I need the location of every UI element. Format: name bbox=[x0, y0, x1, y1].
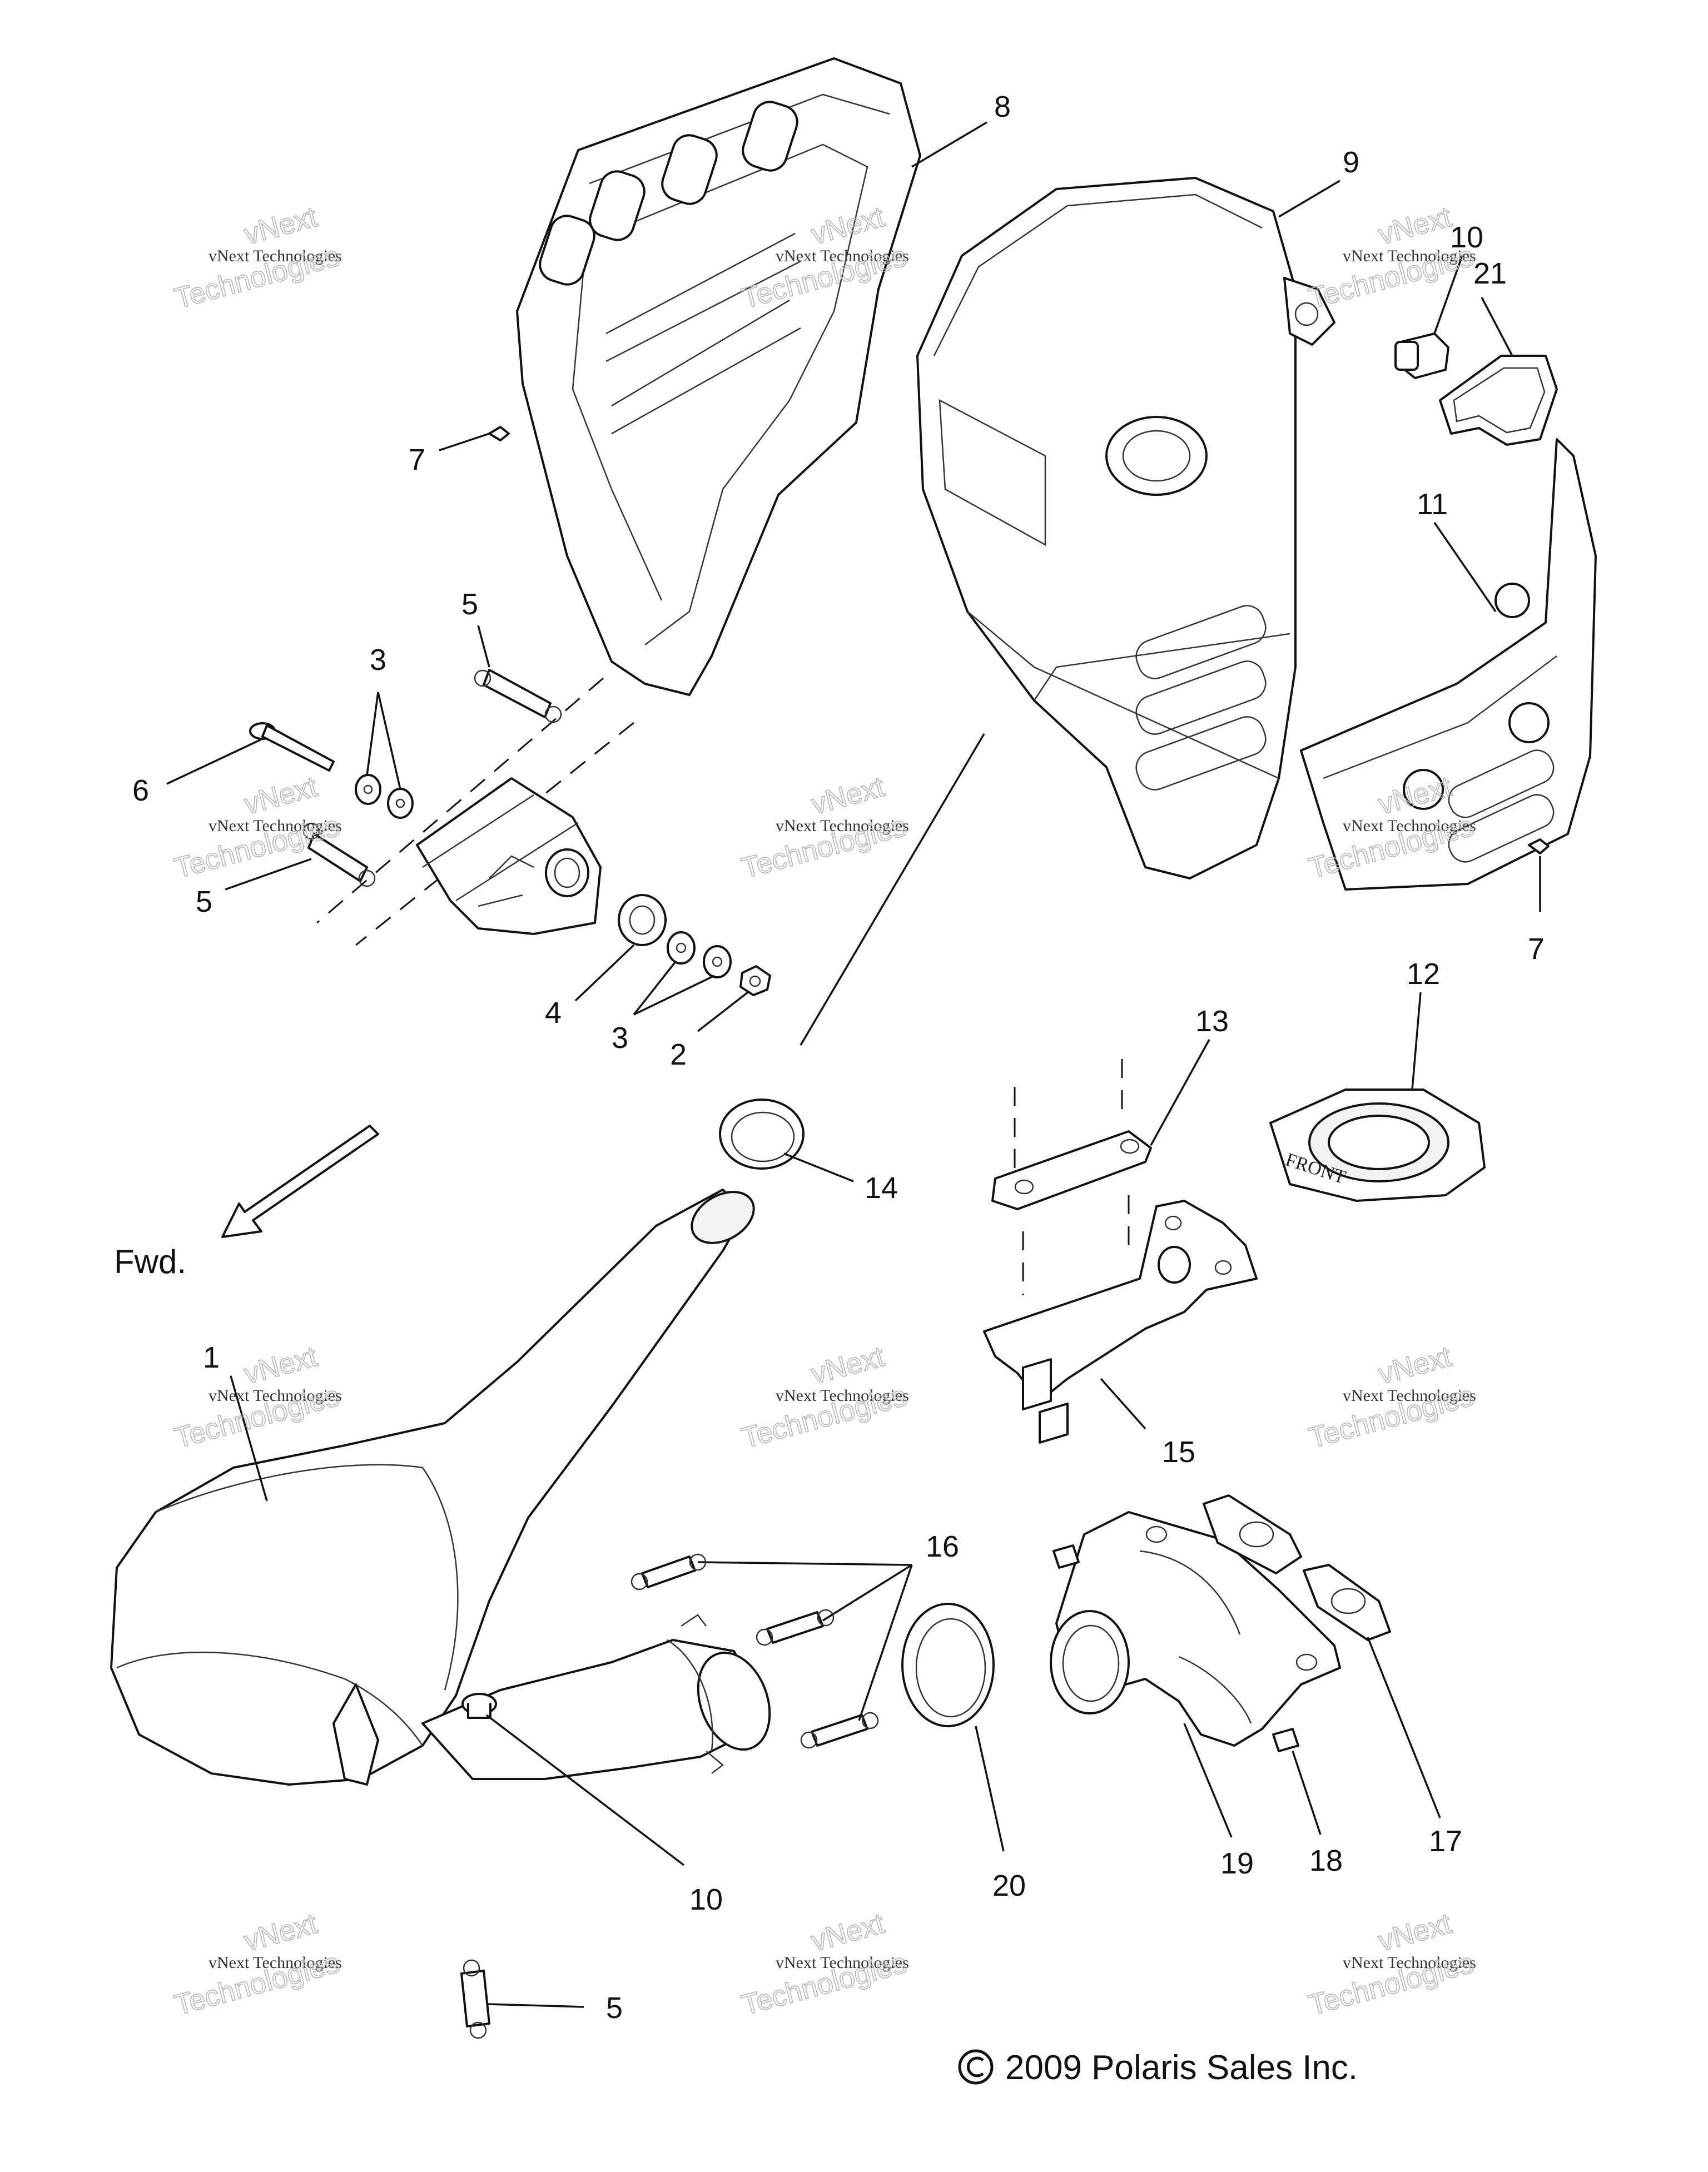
mounting-bracket bbox=[316, 677, 634, 946]
watermark-tile: vNext vNext Technologies Technologies bbox=[738, 770, 910, 885]
watermark-tile: vNext vNext Technologies Technologies bbox=[1305, 1340, 1477, 1455]
bracket-15 bbox=[983, 1195, 1258, 1444]
nut-2 bbox=[739, 965, 771, 996]
callout-6: 6 bbox=[132, 774, 149, 807]
heat-shield-upper bbox=[516, 57, 921, 696]
watermark-text: vNext Technologies bbox=[776, 817, 909, 835]
expansion-chamber-1 bbox=[110, 1189, 771, 1786]
flange-12: FRONT bbox=[1269, 1089, 1486, 1202]
drain-plug-upper bbox=[1394, 332, 1449, 379]
spring-5-upper bbox=[474, 669, 562, 723]
watermark-brand: vNext bbox=[241, 201, 321, 251]
watermark-text: vNext Technologies bbox=[1343, 247, 1476, 265]
watermark-brand: vNext bbox=[1375, 1340, 1455, 1391]
watermark-text: vNext Technologies bbox=[208, 1386, 342, 1405]
heat-shield-lower bbox=[1300, 438, 1597, 891]
callout-20: 20 bbox=[992, 1869, 1026, 1902]
callout-5-middle: 5 bbox=[196, 885, 212, 918]
callout-3-upper: 3 bbox=[370, 643, 386, 677]
copyright-notice: 2009 Polaris Sales Inc. bbox=[958, 2049, 1358, 2087]
callout-10-upper: 10 bbox=[1450, 221, 1483, 254]
watermark-tile: vNext vNext Technologies Technologies bbox=[1305, 1907, 1477, 2022]
manifold-19 bbox=[1050, 1511, 1341, 1747]
callout-9: 9 bbox=[1343, 146, 1359, 179]
callout-12: 12 bbox=[1407, 957, 1440, 991]
fastener-7-lower bbox=[1528, 838, 1550, 854]
callout-13: 13 bbox=[1195, 1005, 1229, 1038]
watermark-text: vNext Technologies bbox=[776, 247, 909, 265]
muffler-silencer bbox=[916, 177, 1335, 879]
springs-16 bbox=[630, 1553, 879, 1749]
washers-3-lower bbox=[667, 931, 732, 978]
callout-3-lower: 3 bbox=[612, 1021, 628, 1055]
callout-15: 15 bbox=[1162, 1435, 1195, 1469]
watermark-brand: vNext bbox=[1375, 201, 1455, 251]
forward-label: Fwd. bbox=[114, 1243, 186, 1280]
callout-4: 4 bbox=[545, 996, 562, 1030]
watermark-tile: vNext vNext Technologies Technologies bbox=[171, 1340, 343, 1455]
callout-14: 14 bbox=[865, 1171, 898, 1205]
plate-13 bbox=[991, 1059, 1152, 1210]
callout-2: 2 bbox=[670, 1038, 687, 1071]
forward-arrow bbox=[221, 1125, 379, 1238]
seal-ring-20 bbox=[901, 1603, 995, 1727]
callout-5-upper: 5 bbox=[461, 588, 478, 621]
callout-21: 21 bbox=[1473, 257, 1507, 290]
spring-5-lower bbox=[460, 1959, 490, 2039]
watermark-text: vNext Technologies bbox=[208, 247, 342, 265]
grommet-4 bbox=[618, 894, 667, 946]
gasket-21 bbox=[1439, 355, 1558, 446]
callout-labels: 8 9 10 21 7 11 5 3 6 5 7 4 3 2 12 13 14 … bbox=[132, 90, 1545, 2025]
callout-5-lower: 5 bbox=[606, 1991, 623, 2025]
callout-16: 16 bbox=[926, 1530, 959, 1563]
watermark-brand: vNext bbox=[808, 1907, 888, 1958]
watermark-tile: vNext vNext Technologies Technologies bbox=[738, 1340, 910, 1455]
watermark-text: vNext Technologies bbox=[776, 1386, 909, 1405]
watermark-tile: vNext vNext Technologies Technologies bbox=[171, 200, 343, 315]
watermark-text: vNext Technologies bbox=[776, 1954, 909, 1972]
watermark-tile: vNext vNext Technologies Technologies bbox=[1305, 200, 1477, 315]
washers-3-upper bbox=[355, 774, 414, 819]
bolts-18 bbox=[1052, 1544, 1299, 1752]
watermark-tile: vNext vNext Technologies Technologies bbox=[171, 1907, 343, 2022]
watermark-brand: vNext bbox=[808, 1340, 888, 1391]
callout-1: 1 bbox=[203, 1341, 220, 1374]
watermark-brand: vNext bbox=[241, 1340, 321, 1391]
callout-17: 17 bbox=[1429, 1825, 1462, 1858]
watermark-text: vNext Technologies bbox=[1343, 1954, 1476, 1972]
callout-8: 8 bbox=[994, 90, 1011, 123]
callout-7-lower: 7 bbox=[1528, 932, 1545, 966]
watermark-brand: vNext bbox=[1375, 1907, 1455, 1958]
gaskets-17 bbox=[1203, 1494, 1391, 1641]
callout-19: 19 bbox=[1220, 1847, 1254, 1880]
watermark-brand: vNext bbox=[241, 1907, 321, 1958]
watermark-tile: vNext vNext Technologies Technologies bbox=[738, 1907, 910, 2022]
bolt-6 bbox=[249, 722, 335, 772]
watermark-text: vNext Technologies bbox=[1343, 817, 1476, 835]
callout-7-upper: 7 bbox=[409, 443, 425, 476]
callout-10-lower: 10 bbox=[689, 1883, 723, 1916]
watermark-text: vNext Technologies bbox=[208, 1954, 342, 1972]
spring-5-middle bbox=[302, 822, 376, 887]
seal-ring-14 bbox=[719, 1099, 805, 1170]
watermark-text: vNext Technologies bbox=[208, 817, 342, 835]
copyright-text: 2009 Polaris Sales Inc. bbox=[1005, 2049, 1358, 2087]
watermark-brand: vNext bbox=[241, 771, 321, 821]
copyright-symbol bbox=[958, 2049, 994, 2085]
fastener-7-upper bbox=[488, 426, 510, 441]
watermark-tile: vNext vNext Technologies Technologies bbox=[171, 770, 343, 885]
callout-18: 18 bbox=[1309, 1844, 1343, 1877]
leader-lines bbox=[166, 121, 1541, 2008]
watermark-brand: vNext bbox=[808, 771, 888, 821]
watermark-text: vNext Technologies bbox=[1343, 1386, 1476, 1405]
callout-11: 11 bbox=[1417, 488, 1448, 521]
